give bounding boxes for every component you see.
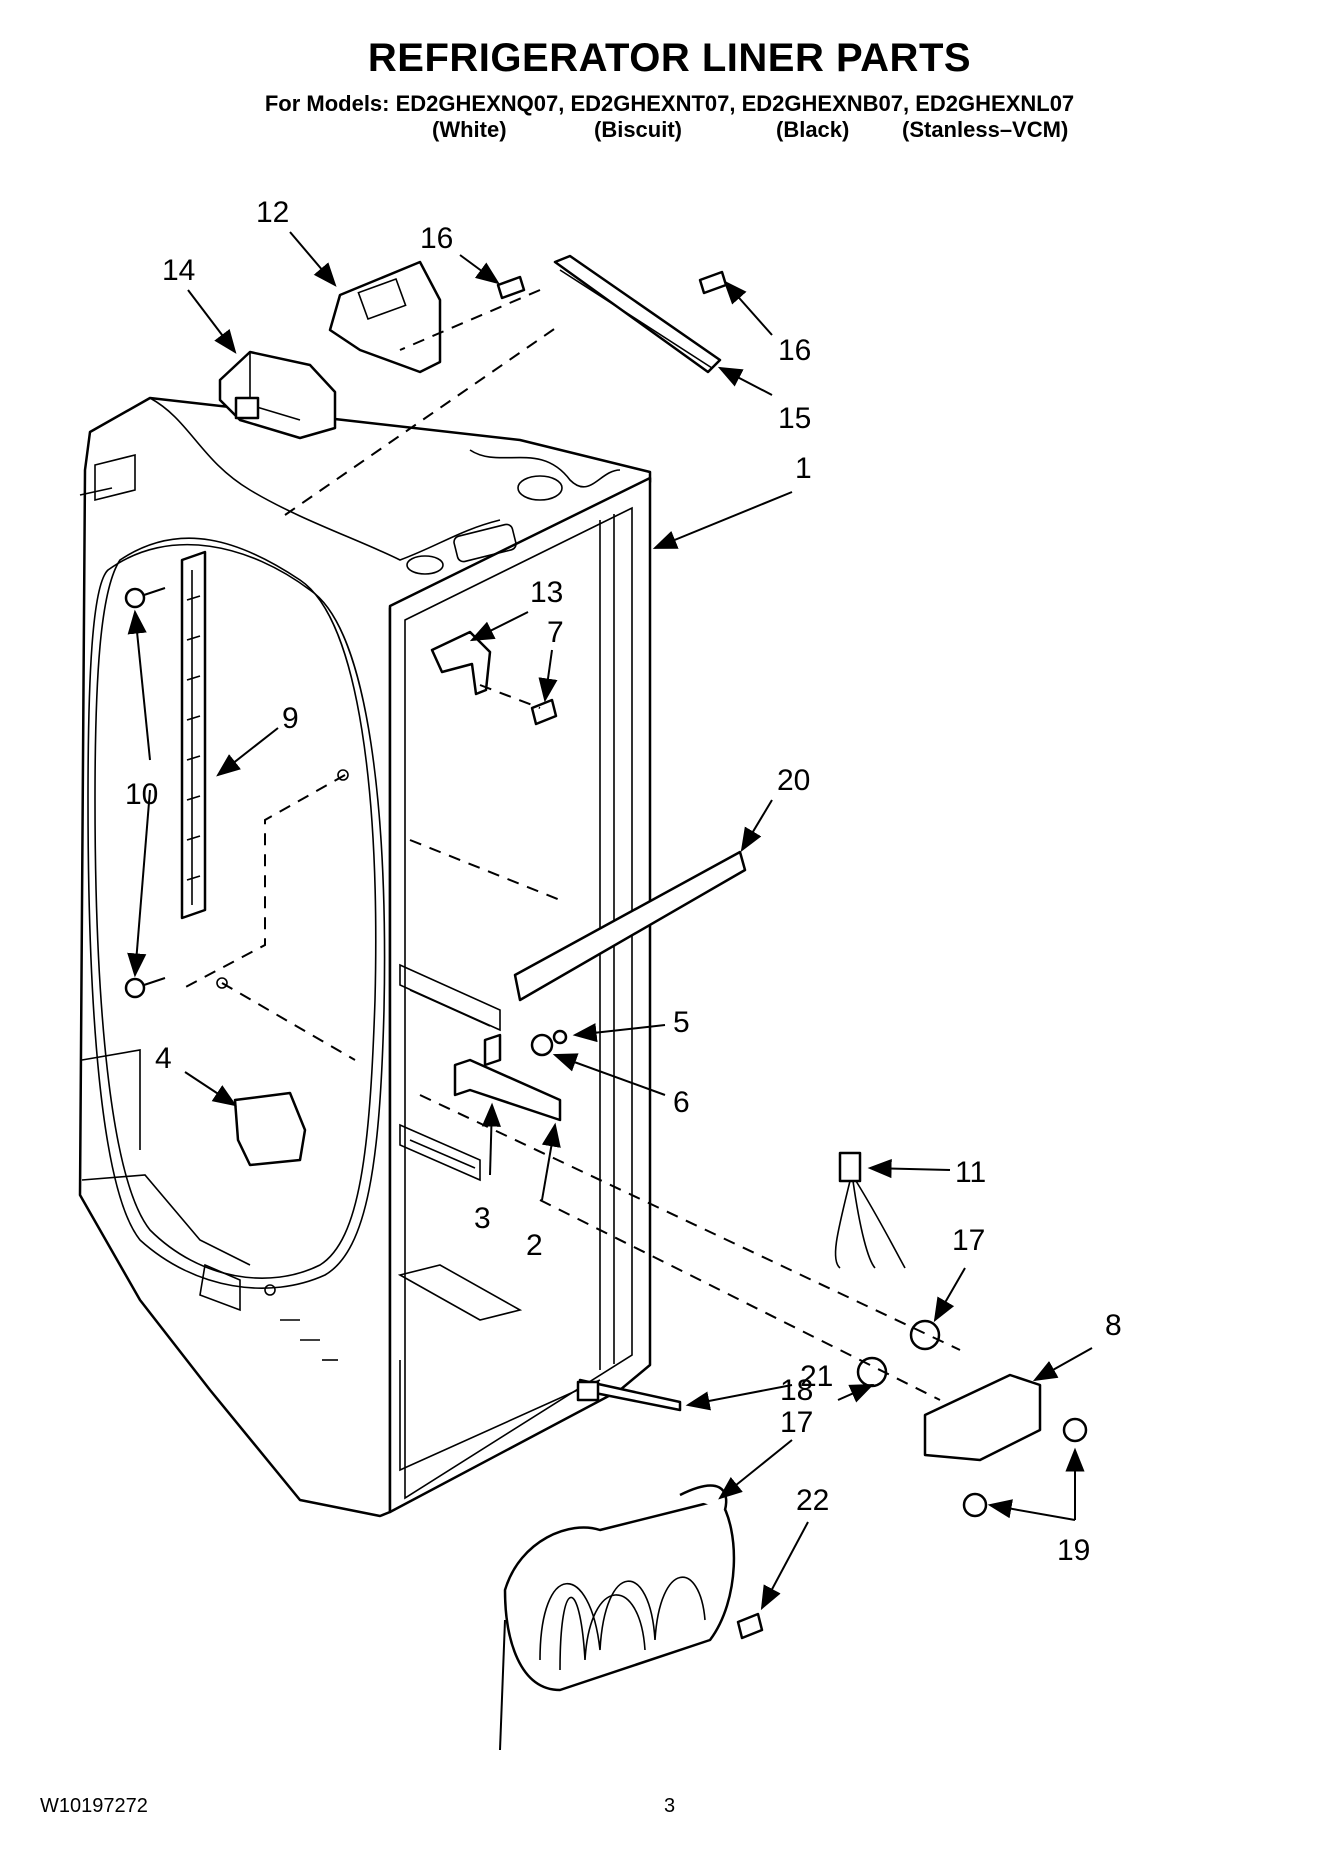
part-8-housing	[923, 1373, 1042, 1462]
callout-1: 1	[795, 452, 812, 485]
callout-18: 18	[780, 1374, 813, 1407]
part-7-screw	[530, 698, 558, 726]
callout-4: 4	[155, 1042, 172, 1075]
document-code: W10197272	[40, 1795, 148, 1817]
callout-17-upper: 17	[952, 1224, 985, 1257]
variant-black: (Black)	[776, 117, 850, 142]
variant-biscuit: (Biscuit)	[594, 117, 682, 142]
callout-8: 8	[1105, 1309, 1122, 1342]
callout-labels: 1 2 3 4 5 6 7 8 9 10 11 12 13 14 15 16 1…	[125, 196, 1122, 1567]
part-3-bracket	[483, 1033, 502, 1067]
callout-6: 6	[673, 1086, 690, 1119]
callout-19: 19	[1057, 1534, 1090, 1567]
part-2-bracket	[453, 1058, 562, 1122]
part-15-rail	[553, 254, 722, 374]
callout-20: 20	[777, 764, 810, 797]
callout-9: 9	[282, 702, 299, 735]
callout-7: 7	[547, 616, 564, 649]
part-4-light-socket	[233, 1091, 307, 1167]
part-5-6-fasteners	[530, 1029, 568, 1057]
callout-22: 22	[796, 1484, 829, 1517]
part-22-screw	[736, 1612, 764, 1640]
alignment-lines	[179, 289, 961, 1401]
variant-white: (White)	[432, 117, 507, 142]
callout-15: 15	[778, 402, 811, 435]
part-20-cover	[513, 850, 747, 1002]
part-16-screw-top	[496, 275, 526, 300]
callout-17-lower: 17	[780, 1406, 813, 1439]
callout-3: 3	[474, 1202, 491, 1235]
callout-14: 14	[162, 254, 195, 287]
part-11-wire-harness	[834, 1151, 906, 1269]
part-9-shelf-ladder	[180, 550, 207, 920]
callout-10: 10	[125, 778, 158, 811]
part-16-screw-right	[698, 270, 728, 295]
variant-stainless: (Stanless–VCM)	[902, 117, 1069, 142]
part-12-bracket	[328, 260, 442, 374]
part-18-defrost-heater	[499, 1484, 736, 1751]
page-number: 3	[664, 1795, 676, 1817]
part-14-control-housing	[218, 350, 337, 440]
callout-11: 11	[955, 1156, 986, 1189]
part-19-screw-a	[1062, 1417, 1088, 1443]
part-17-grommet-upper	[909, 1319, 941, 1351]
callout-16-right: 16	[778, 334, 811, 367]
part-10-screws	[124, 587, 166, 999]
callout-21: 21	[800, 1360, 833, 1393]
part-19-screw-b	[962, 1492, 988, 1518]
callout-13: 13	[530, 576, 563, 609]
callout-16-top: 16	[420, 222, 453, 255]
leader-arrows	[127, 231, 1093, 1611]
callout-2: 2	[526, 1229, 543, 1262]
callout-12: 12	[256, 196, 289, 229]
callout-5: 5	[673, 1006, 690, 1039]
page-title: REFRIGERATOR LINER PARTS	[367, 36, 972, 80]
models-line: For Models: ED2GHEXNQ07, ED2GHEXNT07, ED…	[264, 91, 1075, 116]
